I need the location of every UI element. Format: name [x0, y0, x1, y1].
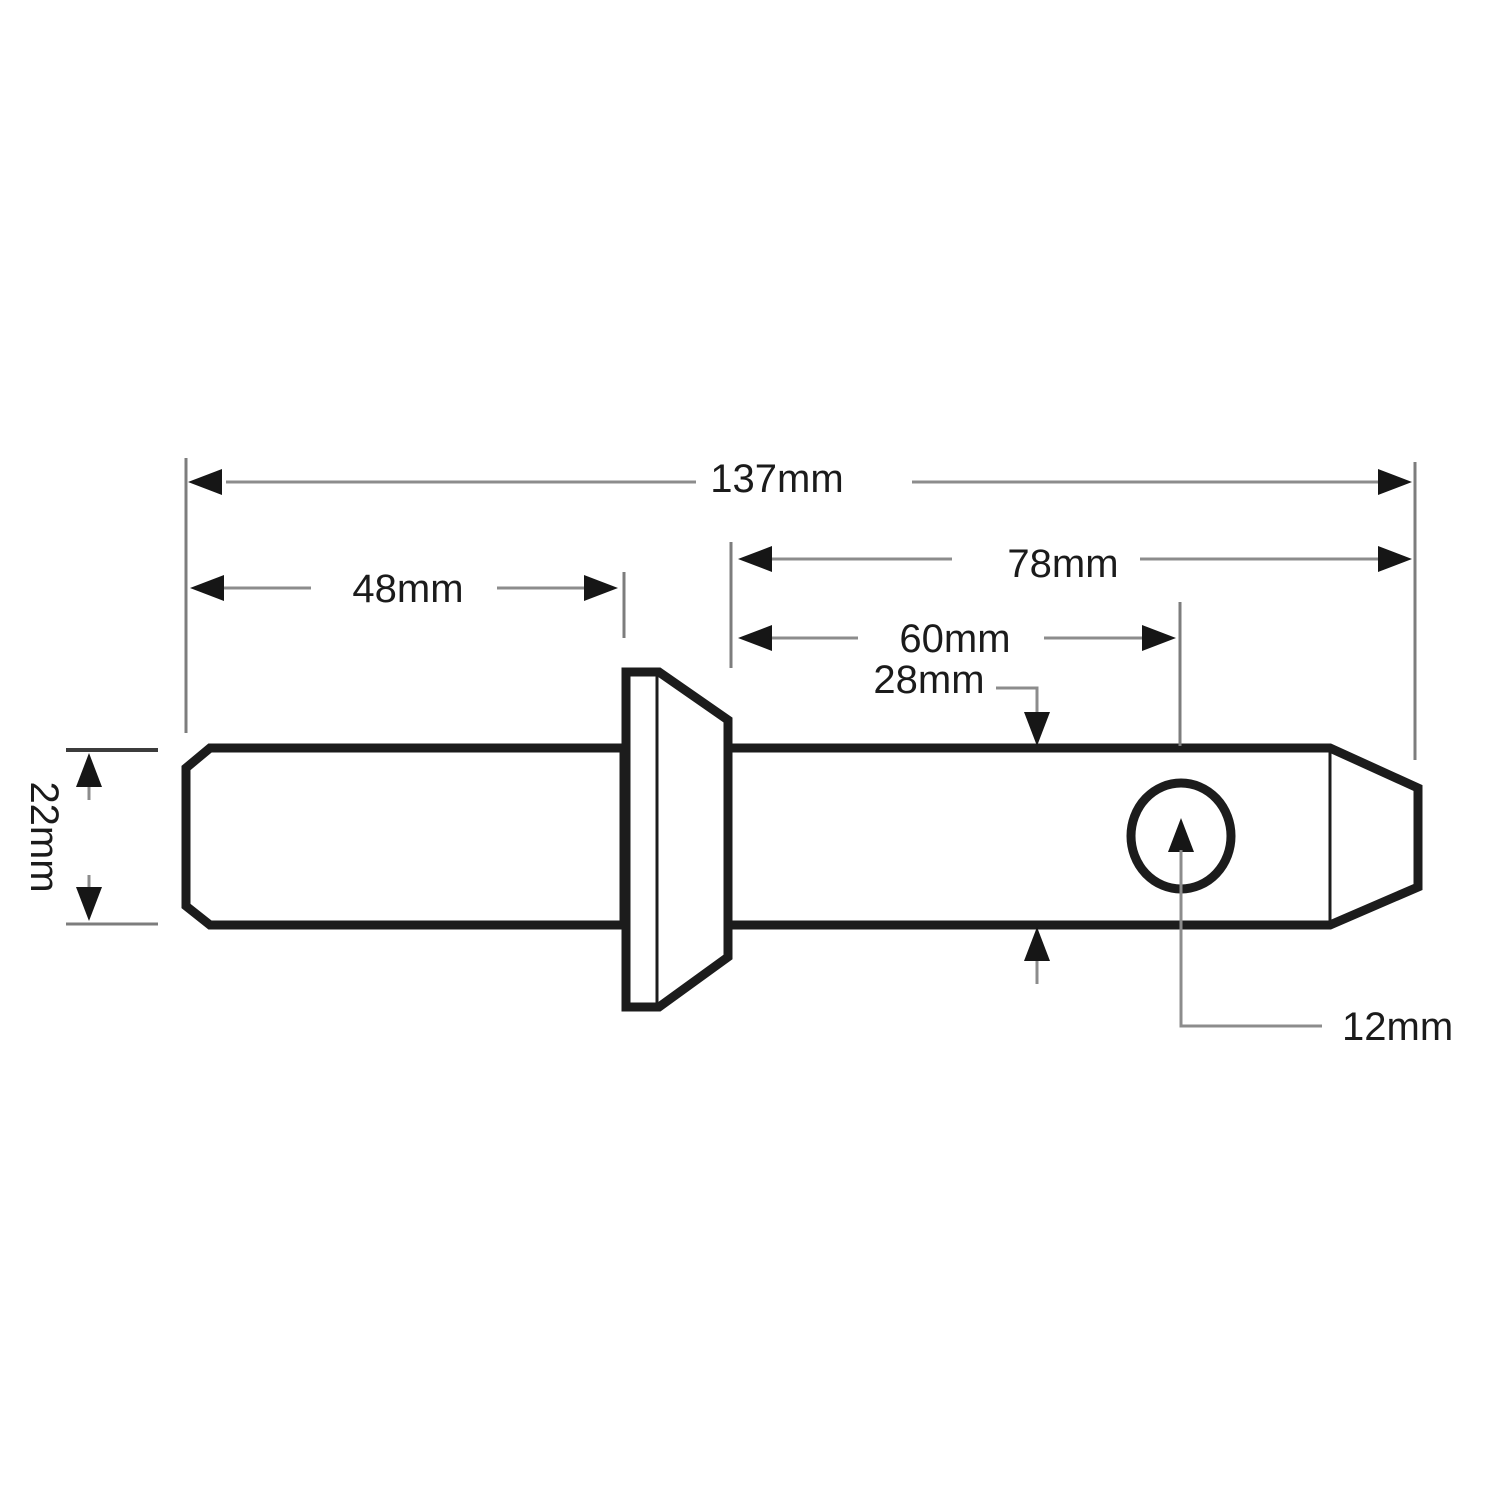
arrow-right-icon — [1378, 546, 1412, 572]
arrow-up-icon — [1168, 818, 1194, 852]
dim-left-shank-diameter: 22mm — [22, 748, 158, 926]
pin-right-shank-and-tip — [719, 743, 1423, 930]
arrow-up-icon — [1024, 927, 1050, 961]
pin-collar — [621, 667, 733, 1012]
label-overall-length: 137mm — [710, 457, 843, 501]
dim-left-shank-length: 48mm — [190, 567, 626, 638]
arrow-down-icon — [1024, 712, 1050, 746]
label-right-shank-length: 78mm — [1007, 542, 1118, 586]
arrow-up-icon — [76, 753, 102, 787]
arrow-left-icon — [738, 625, 772, 651]
dim-hole-diameter: 12mm — [1168, 818, 1453, 1049]
arrow-right-icon — [1142, 625, 1176, 651]
label-left-shank-diameter: 22mm — [22, 781, 66, 892]
label-right-shank-diameter: 28mm — [873, 658, 984, 702]
label-left-shank-length: 48mm — [352, 567, 463, 611]
pin-left-shank — [181, 743, 629, 930]
dim-hole-centre-distance: 60mm — [738, 602, 1182, 746]
dim-right-shank-diameter: 28mm — [873, 658, 1050, 984]
leader-line — [1179, 850, 1322, 1028]
dim-right-shank-length: 78mm — [729, 542, 1412, 668]
label-hole-centre-distance: 60mm — [899, 617, 1010, 661]
dim-overall-length: 137mm — [184, 457, 1417, 760]
arrow-right-icon — [584, 575, 618, 601]
arrow-down-icon — [76, 887, 102, 921]
arrow-left-icon — [738, 546, 772, 572]
leader-line — [996, 686, 1039, 712]
arrow-right-icon — [1378, 469, 1412, 495]
arrow-left-icon — [190, 575, 224, 601]
arrow-left-icon — [188, 469, 222, 495]
label-hole-diameter: 12mm — [1342, 1005, 1453, 1049]
pin-outline — [181, 667, 1423, 1012]
